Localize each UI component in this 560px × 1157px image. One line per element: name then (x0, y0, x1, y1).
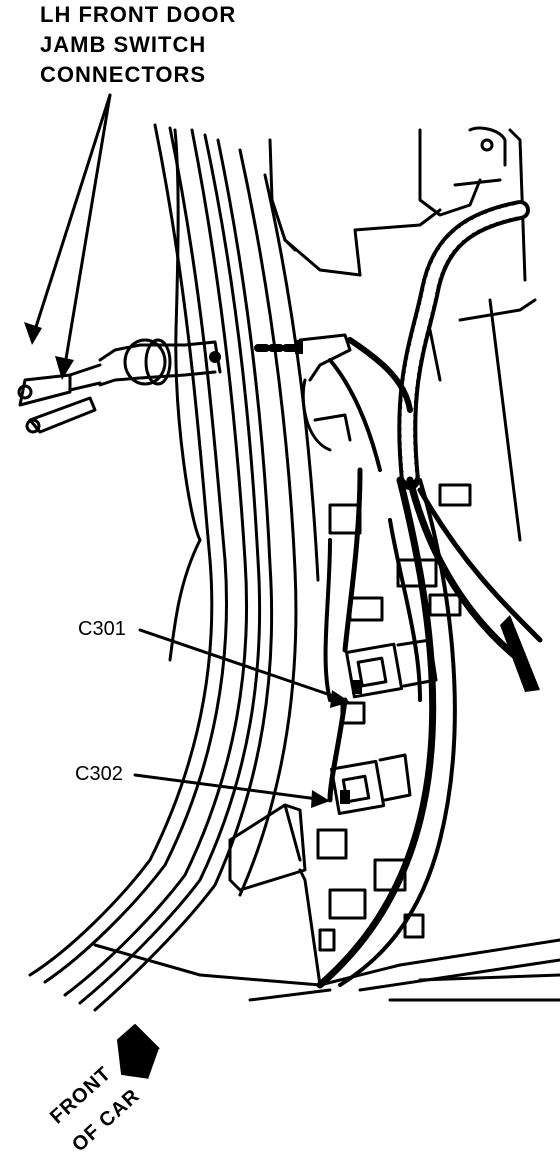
callout-c301: C301 (78, 618, 126, 640)
jamb-switch-assembly (17, 338, 222, 434)
upper-body-panel (268, 126, 537, 542)
callout-c302: C302 (75, 763, 123, 785)
title-line-3: CONNECTORS (40, 62, 207, 87)
leader-lines (33, 93, 347, 802)
floor-sill (93, 938, 560, 1002)
filled-details (209, 340, 540, 804)
door-pillar (28, 123, 320, 1012)
leader-arrowheads (24, 322, 350, 808)
front-arrow (117, 1024, 162, 1080)
title-line-2: JAMB SWITCH (40, 32, 207, 57)
title-line-1: LH FRONT DOOR (40, 2, 237, 27)
connector-blocks (228, 333, 472, 987)
